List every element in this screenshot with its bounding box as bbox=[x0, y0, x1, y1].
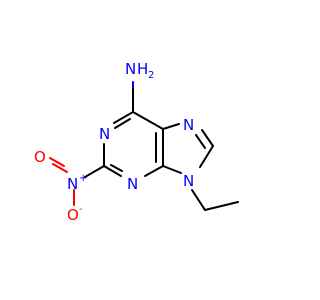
bond-c2-n3-double bbox=[110, 164, 123, 172]
bond-ch2-ch3 bbox=[204, 201, 239, 211]
structure-diagram: N H 2 N N N N N + O O - bbox=[34, 60, 239, 224]
bond-c6-n1-double bbox=[114, 118, 131, 129]
bond-n3-c4 bbox=[144, 165, 164, 177]
bond-c2-n3 bbox=[103, 165, 122, 177]
n9-label: N bbox=[183, 172, 194, 190]
nitro-o-bottom-label: O bbox=[67, 206, 79, 224]
bond-c8-n9 bbox=[199, 145, 214, 168]
bond-n9-ch2 bbox=[191, 189, 206, 211]
nitro-o-left-label: O bbox=[34, 148, 46, 166]
bond-c5-n7 bbox=[162, 123, 180, 130]
bond-c2-nitro bbox=[84, 165, 105, 178]
n7-label: N bbox=[183, 116, 194, 134]
nitro-n-label: N bbox=[67, 175, 78, 193]
amine-subscript: 2 bbox=[148, 70, 154, 81]
bond-c6-n1 bbox=[113, 111, 134, 124]
bond-c5-c6 bbox=[132, 111, 164, 130]
molecule-canvas: N H 2 N N N N N + O O - bbox=[34, 60, 239, 224]
amine-n-label: N bbox=[125, 60, 136, 78]
bond-nitro-o-left bbox=[49, 157, 65, 167]
n3-label: N bbox=[127, 175, 138, 193]
bond-n7-c8 bbox=[201, 129, 214, 147]
nitro-plus-label: + bbox=[79, 173, 87, 184]
bond-n9-c4 bbox=[162, 165, 182, 174]
bond-nitro-o-left-double bbox=[52, 163, 68, 173]
bond-n7-c8-double bbox=[195, 134, 206, 149]
n1-label: N bbox=[99, 125, 110, 143]
amine-h-label: H bbox=[137, 60, 148, 78]
nitro-o-minus-label: - bbox=[79, 204, 83, 215]
